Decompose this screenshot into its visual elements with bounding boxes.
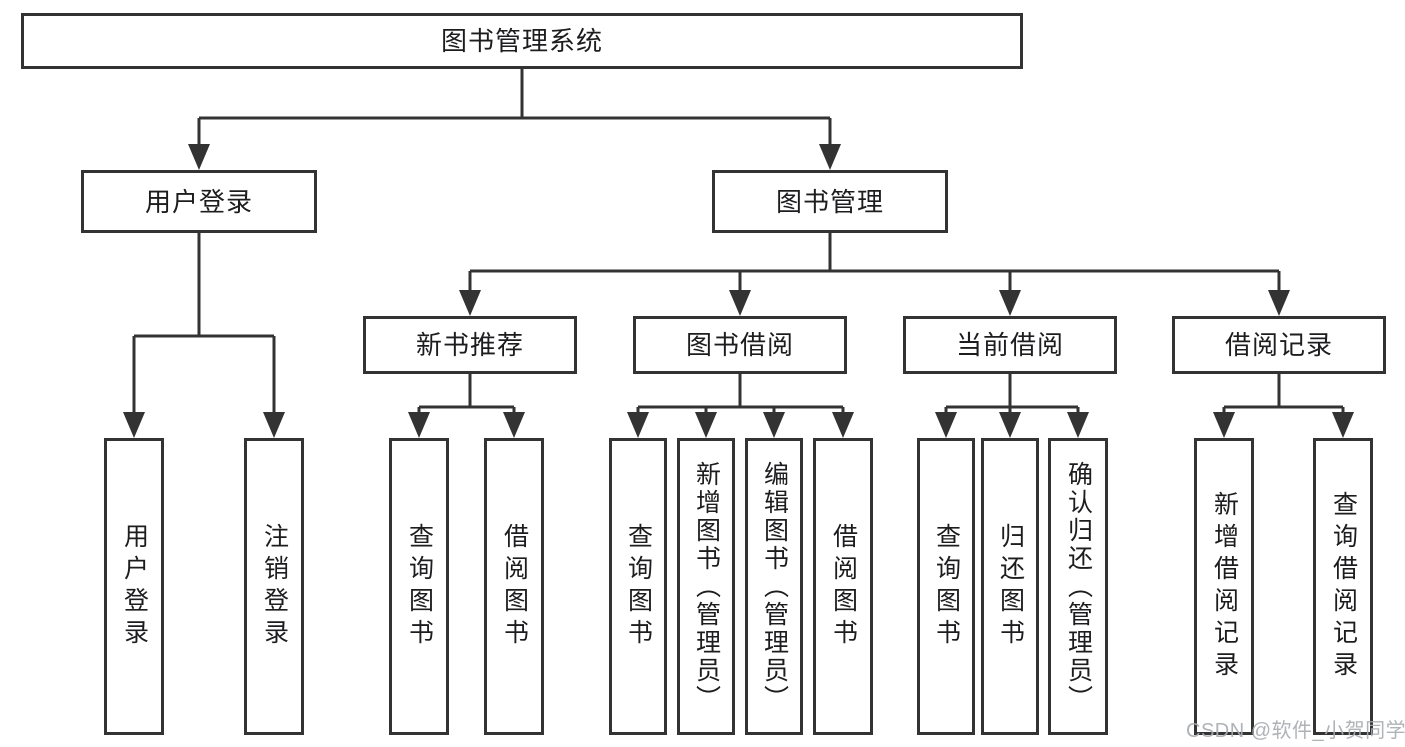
leaf-add-borrow-record-label: 新增借阅记录 [1210,490,1239,683]
node-current-borrow: 当前借阅 [903,316,1117,374]
node-book-borrow: 图书借阅 [633,316,847,374]
leaf-add-book-admin-label: 新增图书（管理员） [692,460,721,713]
arrowhead-leaf-logout [263,412,285,438]
leaf-add-book-admin: 新增图书（管理员） [677,438,735,735]
node-root: 图书管理系统 [21,13,1023,69]
leaf-query-books-1: 查询图书 [389,438,449,735]
leaf-edit-book-admin-label: 编辑图书（管理员） [760,460,789,713]
arrowhead-leaf-borrow-books-2 [832,412,854,438]
arrowhead-leaf-user-login [123,412,145,438]
connector-currentborrow-to-leaves [944,374,1080,414]
leaf-logout-label: 注销登录 [260,522,289,651]
leaf-query-books-3-label: 查询图书 [932,522,961,651]
node-book-mgmt-label: 图书管理 [775,186,884,217]
arrowhead-new-book-rec [459,290,481,316]
node-current-borrow-label: 当前借阅 [955,330,1064,360]
arrowhead-leaf-query-books-3 [935,412,957,438]
leaf-return-books-label: 归还图书 [996,522,1025,651]
connector-bookmgmt-to-level3 [468,233,1281,292]
leaf-user-login-label: 用户登录 [120,522,149,651]
leaf-edit-book-admin: 编辑图书（管理员） [745,438,803,735]
arrowhead-leaf-borrow-books-1 [503,412,525,438]
leaf-borrow-books-1: 借阅图书 [484,438,544,735]
leaf-return-books: 归还图书 [981,438,1039,735]
leaf-query-books-2-label: 查询图书 [624,522,653,651]
arrowhead-current-borrow [999,290,1021,316]
arrowhead-leaf-add-book [695,412,717,438]
csdn-watermark: CSDN @软件_小贺同学 [1186,720,1405,742]
node-user-login-label: 用户登录 [144,186,253,217]
node-new-book-rec: 新书推荐 [363,316,577,374]
node-new-book-rec-label: 新书推荐 [415,330,524,360]
arrowhead-leaf-add-record [1213,412,1235,438]
leaf-query-borrow-record: 查询借阅记录 [1313,438,1373,735]
arrowhead-leaf-edit-book [763,412,785,438]
leaf-query-books-2: 查询图书 [609,438,667,735]
connector-userlogin-to-leaves [132,233,276,414]
node-user-login: 用户登录 [81,170,317,233]
leaf-borrow-books-2: 借阅图书 [813,438,873,735]
leaf-confirm-return-admin: 确认归还（管理员） [1048,438,1108,735]
arrowhead-leaf-query-books-2 [627,412,649,438]
connector-borrowrecords-to-leaves [1222,374,1345,414]
arrowhead-user-login [188,144,210,170]
leaf-logout: 注销登录 [244,438,304,735]
node-book-borrow-label: 图书借阅 [685,330,794,360]
leaf-user-login: 用户登录 [104,438,164,735]
leaf-borrow-books-1-label: 借阅图书 [500,522,529,651]
leaf-borrow-books-2-label: 借阅图书 [829,522,858,651]
leaf-query-books-1-label: 查询图书 [405,522,434,651]
arrowhead-borrow-records [1268,290,1290,316]
connector-bookborrow-to-leaves [636,374,845,414]
leaf-add-borrow-record: 新增借阅记录 [1194,438,1254,735]
arrowhead-leaf-query-books-1 [408,412,430,438]
arrowhead-book-borrow [729,290,751,316]
leaf-query-borrow-record-label: 查询借阅记录 [1329,490,1358,683]
leaf-confirm-return-admin-label: 确认归还（管理员） [1064,460,1093,713]
connector-newbookrec-to-leaves [417,374,516,414]
node-borrow-records-label: 借阅记录 [1224,330,1333,360]
arrowhead-leaf-return-books [999,412,1021,438]
node-book-mgmt: 图书管理 [712,170,948,233]
connector-root-to-level2 [197,69,832,146]
arrowhead-book-mgmt [819,144,841,170]
leaf-query-books-3: 查询图书 [917,438,975,735]
arrowhead-leaf-confirm-return [1067,412,1089,438]
node-root-label: 图书管理系统 [440,26,603,56]
arrowhead-leaf-query-record [1332,412,1354,438]
node-borrow-records: 借阅记录 [1172,316,1386,374]
